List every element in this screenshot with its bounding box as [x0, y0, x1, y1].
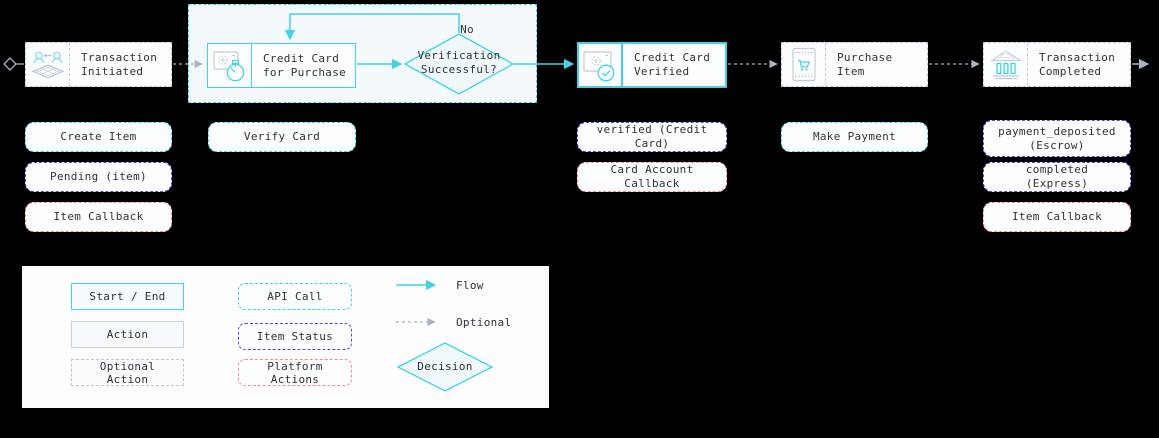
node-credit-card-for-purchase: Credit Card for Purchase — [207, 43, 356, 88]
people-exchange-icon — [26, 43, 70, 86]
pill-card-account-callback: Card Account Callback — [577, 162, 727, 192]
pill-item-callback-completed: Item Callback — [983, 202, 1131, 232]
phone-cart-icon — [782, 43, 826, 86]
legend-optional-label: Optional — [456, 316, 512, 329]
bank-icon — [984, 43, 1028, 86]
legend-action: Action — [71, 321, 184, 348]
node-label: Purchase Item — [837, 50, 893, 78]
pill-verified-credit-card: verified (Credit Card) — [577, 122, 727, 152]
node-purchase-item: Purchase Item — [781, 42, 928, 87]
pill-item-callback: Item Callback — [25, 202, 172, 232]
legend-optional-action: Optional Action — [71, 359, 184, 386]
legend-item-status: Item Status — [238, 323, 352, 350]
legend-decision-label: Decision — [417, 360, 473, 373]
legend-api-call: API Call — [238, 283, 352, 310]
node-label: Transaction Initiated — [81, 50, 158, 78]
legend-platform-actions: Platform Actions — [238, 359, 352, 386]
pill-completed-express: completed (Express) — [983, 162, 1131, 192]
node-transaction-initiated: Transaction Initiated — [25, 42, 172, 87]
screen-timer-icon — [208, 44, 252, 87]
pill-payment-deposited: payment_deposited (Escrow) — [983, 120, 1131, 157]
pill-verify-card: Verify Card — [208, 122, 356, 152]
pill-create-item: Create Item — [25, 122, 172, 152]
node-label: Credit Card Verified — [634, 51, 711, 78]
start-diamond-marker — [3, 57, 17, 71]
decision-no-label: No — [460, 23, 474, 36]
legend-start-end: Start / End — [71, 283, 184, 310]
node-label: Transaction Completed — [1039, 50, 1116, 78]
pill-make-payment: Make Payment — [781, 122, 928, 152]
node-transaction-completed: Transaction Completed — [983, 42, 1131, 87]
card-check-icon — [579, 44, 623, 86]
node-label: Credit Card for Purchase — [263, 51, 347, 79]
decision-label: Verification Successful? — [417, 49, 501, 76]
legend-flow-label: Flow — [456, 279, 484, 292]
node-credit-card-verified: Credit Card Verified — [577, 42, 727, 88]
pill-pending-item: Pending (item) — [25, 162, 172, 192]
